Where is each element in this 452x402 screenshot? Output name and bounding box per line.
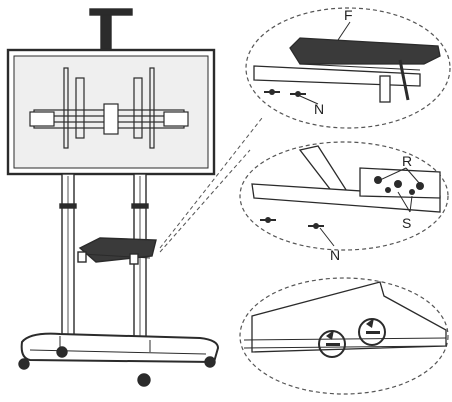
callout-leaders <box>159 117 263 253</box>
rotate-arrow-icons <box>318 318 386 358</box>
bracket-screws <box>374 176 424 195</box>
vesa-bracket <box>29 67 189 149</box>
label-n-top: N <box>314 101 324 117</box>
tv-stand <box>6 8 220 387</box>
detail-knob-tighten <box>239 277 449 395</box>
detail-shelf-attach: F N <box>245 7 451 129</box>
detail-bracket-screws: R S N <box>239 141 449 263</box>
label-f: F <box>344 7 353 23</box>
stand-base <box>20 332 220 364</box>
shelf-knobs <box>264 89 306 97</box>
casters <box>18 346 216 387</box>
mid-knobs <box>260 217 324 229</box>
camera-shelf <box>89 8 133 16</box>
camera-shelf-post <box>100 14 112 54</box>
label-r: R <box>402 153 412 169</box>
label-s: S <box>402 215 411 231</box>
label-n-mid: N <box>330 247 340 263</box>
